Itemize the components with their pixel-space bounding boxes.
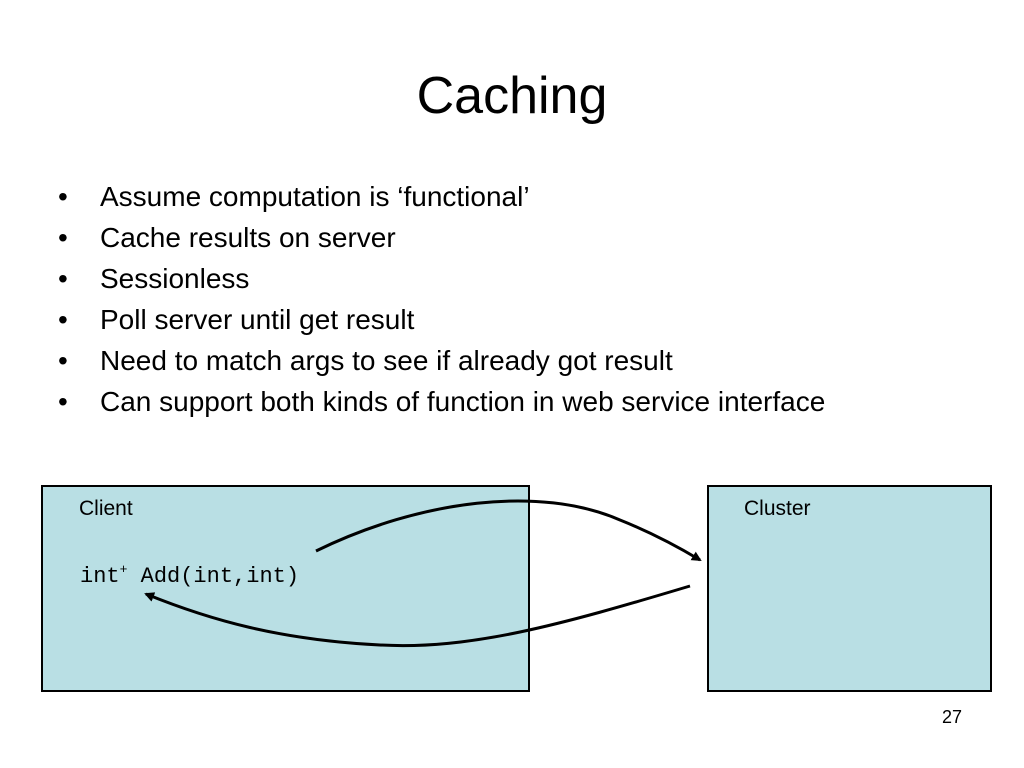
bullet-item: • Cache results on server	[58, 221, 938, 254]
bullet-item: • Need to match args to see if already go…	[58, 344, 938, 377]
bullet-text: Cache results on server	[100, 222, 396, 253]
bullet-dot: •	[58, 222, 68, 253]
bullet-dot: •	[58, 181, 68, 212]
client-label: Client	[79, 497, 133, 520]
bullet-item: • Sessionless	[58, 262, 938, 295]
cluster-box	[707, 485, 992, 692]
bullet-text: Need to match args to see if already got…	[100, 345, 673, 376]
bullet-list: • Assume computation is ‘functional’ • Cac…	[58, 180, 938, 426]
bullet-dot: •	[58, 345, 68, 376]
bullet-text: Assume computation is ‘functional’	[100, 181, 530, 212]
bullet-item: • Can support both kinds of function in w…	[58, 385, 938, 418]
bullet-dot: •	[58, 304, 68, 335]
bullet-text: Sessionless	[100, 263, 250, 294]
bullet-item: • Poll server until get result	[58, 303, 938, 336]
signature-superscript: +	[119, 562, 128, 577]
page-number: 27	[941, 707, 962, 727]
function-signature: int+ Add(int,int)	[80, 562, 300, 590]
slide-title: Caching	[416, 67, 608, 125]
bullet-dot: •	[58, 263, 68, 294]
cluster-label: Cluster	[744, 497, 811, 520]
bullet-item: • Assume computation is ‘functional’	[58, 180, 938, 213]
signature-rest: Add(int,int)	[127, 564, 300, 589]
bullet-text: Can support both kinds of function in we…	[100, 386, 826, 417]
bullet-text: Poll server until get result	[100, 304, 415, 335]
signature-return-type: int	[80, 564, 120, 589]
bullet-dot: •	[58, 386, 68, 417]
